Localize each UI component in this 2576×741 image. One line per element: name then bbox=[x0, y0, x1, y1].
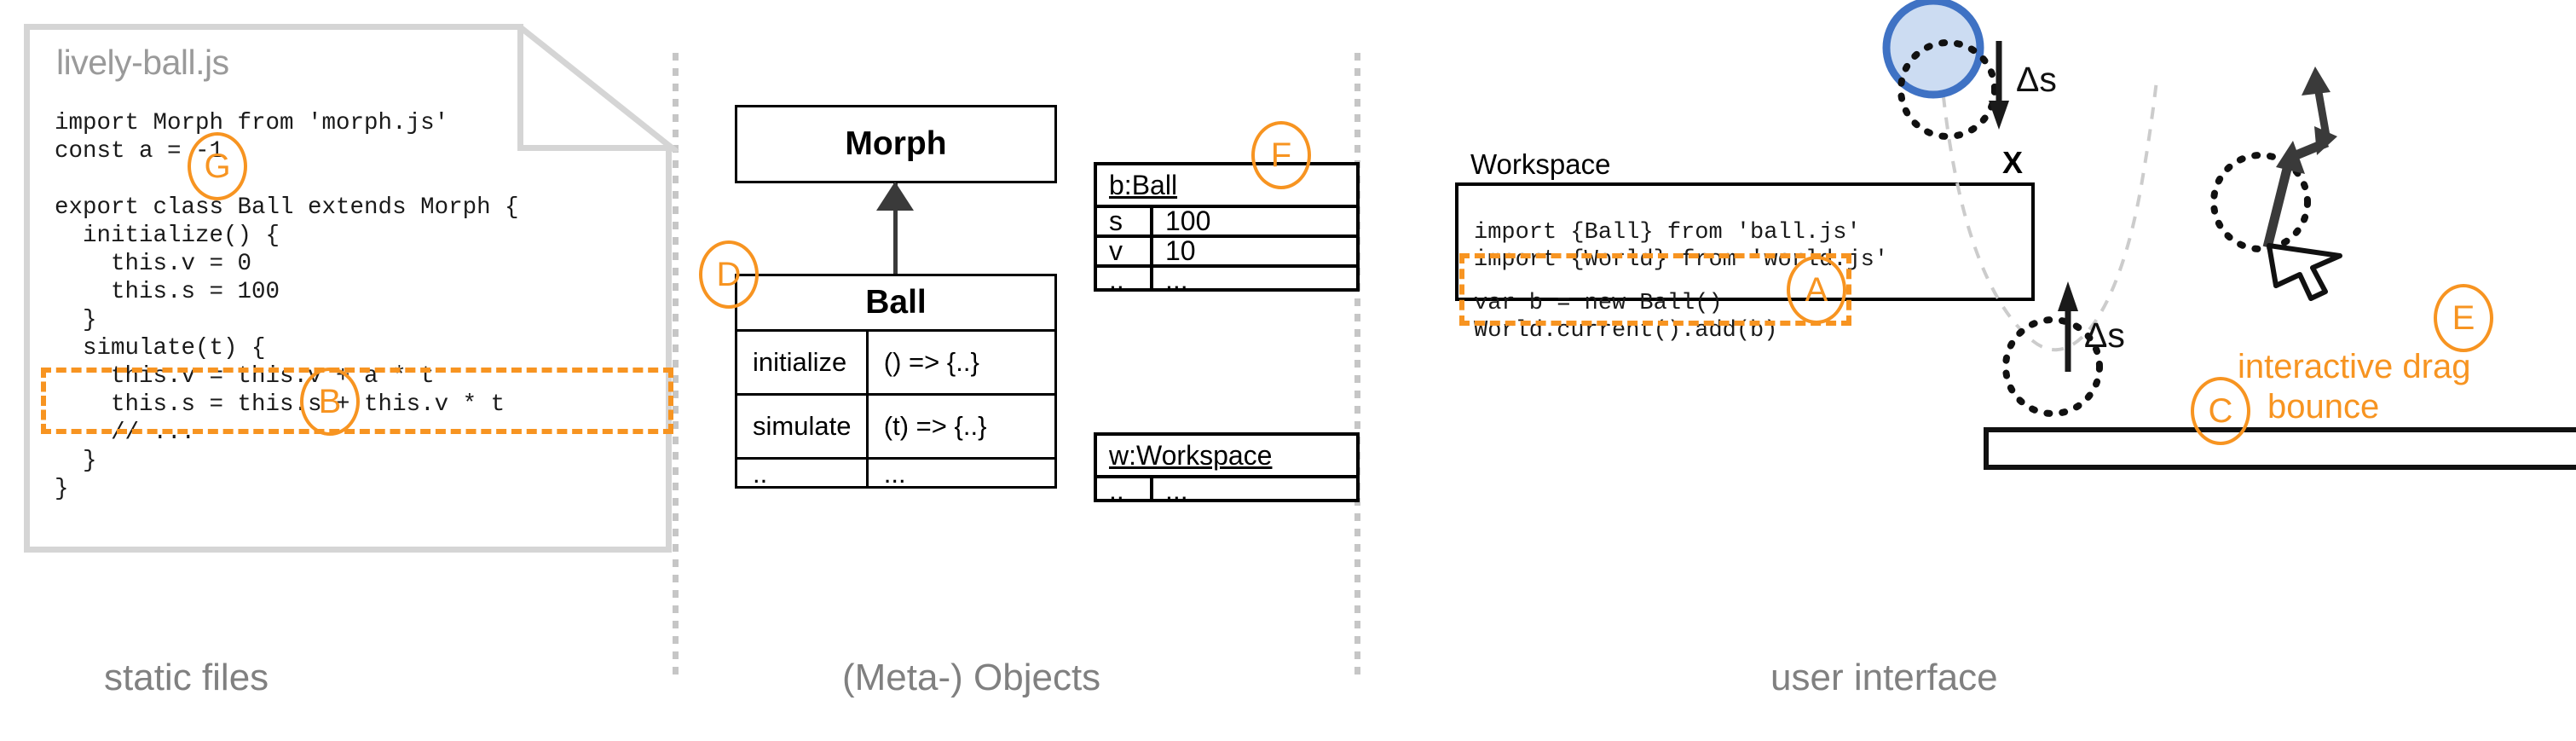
caption-user-interface: user interface bbox=[1770, 657, 1998, 698]
cursor-icon bbox=[2267, 243, 2342, 301]
object-card-workspace-header: w:Workspace bbox=[1097, 436, 1356, 475]
file-card-surface bbox=[24, 24, 679, 553]
file-source-code[interactable]: import Morph from 'morph.js' const a = -… bbox=[55, 109, 519, 502]
file-border-right bbox=[666, 145, 672, 553]
delta-s-fall-label: Δs bbox=[2016, 60, 2057, 99]
badge-c[interactable]: C bbox=[2191, 377, 2250, 445]
ball-ghost-top bbox=[1897, 39, 1998, 140]
workspace-imports-code[interactable]: import {Ball} from 'ball.js' import {Wor… bbox=[1474, 220, 1889, 273]
uml-member-value: () => {..} bbox=[865, 332, 1054, 393]
object-property-row[interactable]: s 100 bbox=[1097, 205, 1356, 236]
file-fold-vertical bbox=[517, 24, 523, 151]
file-fold-horizontal bbox=[517, 145, 672, 151]
badge-b[interactable]: B bbox=[300, 368, 360, 436]
column-separator-2 bbox=[1354, 53, 1360, 675]
ball-physics-illustration: Δs Δs bbox=[1850, 0, 2576, 597]
workspace-title: Workspace bbox=[1470, 148, 1611, 180]
object-card-workspace-header-label: w:Workspace bbox=[1109, 439, 1273, 471]
delta-s-bounce-arrowhead-icon bbox=[2058, 281, 2078, 311]
uml-member-name: .. bbox=[753, 459, 768, 489]
object-property-row[interactable]: .. ... bbox=[1097, 474, 1356, 506]
inheritance-arrowhead-icon bbox=[876, 182, 914, 211]
static-file-card[interactable]: lively-ball.js import Morph from 'morph.… bbox=[24, 24, 679, 553]
uml-class-ball[interactable]: Ball initialize () => {..} simulate (t) … bbox=[735, 274, 1057, 489]
file-border-bottom bbox=[24, 547, 672, 553]
caption-static-files: static files bbox=[104, 657, 269, 698]
highlight-box-simulate bbox=[41, 368, 673, 434]
delta-s-fall-arrowhead-icon bbox=[1989, 101, 2009, 130]
badge-e[interactable]: E bbox=[2434, 284, 2493, 352]
badge-d[interactable]: D bbox=[699, 240, 759, 309]
caption-meta-objects: (Meta-) Objects bbox=[842, 657, 1101, 698]
object-property-key: s bbox=[1109, 206, 1123, 236]
object-card-ball-header: b:Ball bbox=[1097, 165, 1356, 205]
workspace-window[interactable]: Workspace X import {Ball} from 'ball.js'… bbox=[1455, 143, 2035, 344]
object-property-row[interactable]: .. ... bbox=[1097, 263, 1356, 295]
interactive-drag-label: interactive drag bbox=[2238, 348, 2471, 385]
object-property-value: 10 bbox=[1150, 235, 1356, 266]
workspace-titlebar[interactable] bbox=[1455, 143, 2035, 186]
file-fold-corner-icon bbox=[517, 24, 679, 152]
badge-a[interactable]: A bbox=[1787, 256, 1846, 324]
highlight-box-workspace-snippet bbox=[1459, 253, 1851, 326]
badge-g[interactable]: G bbox=[188, 132, 247, 200]
object-card-ball-header-label: b:Ball bbox=[1109, 169, 1178, 200]
uml-member-row[interactable]: .. ... bbox=[737, 457, 1054, 489]
ball-ghost-bounce bbox=[2002, 316, 2103, 417]
uml-class-morph[interactable]: Morph bbox=[735, 105, 1057, 183]
column-separator-1 bbox=[673, 53, 679, 675]
uml-member-name: simulate bbox=[753, 411, 852, 441]
file-name-label: lively-ball.js bbox=[56, 43, 229, 82]
uml-member-row[interactable]: initialize () => {..} bbox=[737, 329, 1054, 393]
object-property-key: .. bbox=[1109, 474, 1124, 506]
uml-class-morph-label: Morph bbox=[845, 125, 947, 162]
uml-member-name: initialize bbox=[753, 347, 847, 377]
object-property-row[interactable]: v 10 bbox=[1097, 234, 1356, 266]
inheritance-line bbox=[893, 183, 898, 277]
uml-member-value: ... bbox=[865, 459, 1054, 489]
object-property-value: ... bbox=[1150, 264, 1356, 295]
bounce-label: bounce bbox=[2267, 388, 2380, 425]
close-icon[interactable]: X bbox=[2001, 145, 2023, 180]
object-property-key: .. bbox=[1109, 263, 1124, 295]
uml-member-row[interactable]: simulate (t) => {..} bbox=[737, 393, 1054, 457]
object-card-ball[interactable]: b:Ball s 100 v 10 .. ... bbox=[1094, 162, 1360, 295]
illustration-svg bbox=[1882, 0, 2576, 470]
object-property-value: ... bbox=[1150, 475, 1356, 506]
object-property-value: 100 bbox=[1150, 206, 1356, 236]
badge-f[interactable]: F bbox=[1251, 121, 1311, 189]
drag-gesture-arrow-icon bbox=[2262, 67, 2337, 249]
ball-current[interactable] bbox=[1882, 0, 1984, 99]
floor-platform[interactable] bbox=[1984, 427, 2576, 470]
object-property-key: v bbox=[1109, 235, 1123, 266]
uml-class-ball-label: Ball bbox=[865, 284, 927, 321]
delta-s-bounce-label: Δs bbox=[2084, 316, 2125, 355]
trajectory-path bbox=[1938, 50, 2158, 352]
object-card-workspace[interactable]: w:Workspace .. ... bbox=[1094, 432, 1360, 506]
ball-ghost-drag bbox=[2210, 152, 2311, 252]
uml-member-value: (t) => {..} bbox=[865, 396, 1054, 457]
file-border-left bbox=[24, 24, 30, 553]
file-border-top bbox=[24, 24, 523, 30]
